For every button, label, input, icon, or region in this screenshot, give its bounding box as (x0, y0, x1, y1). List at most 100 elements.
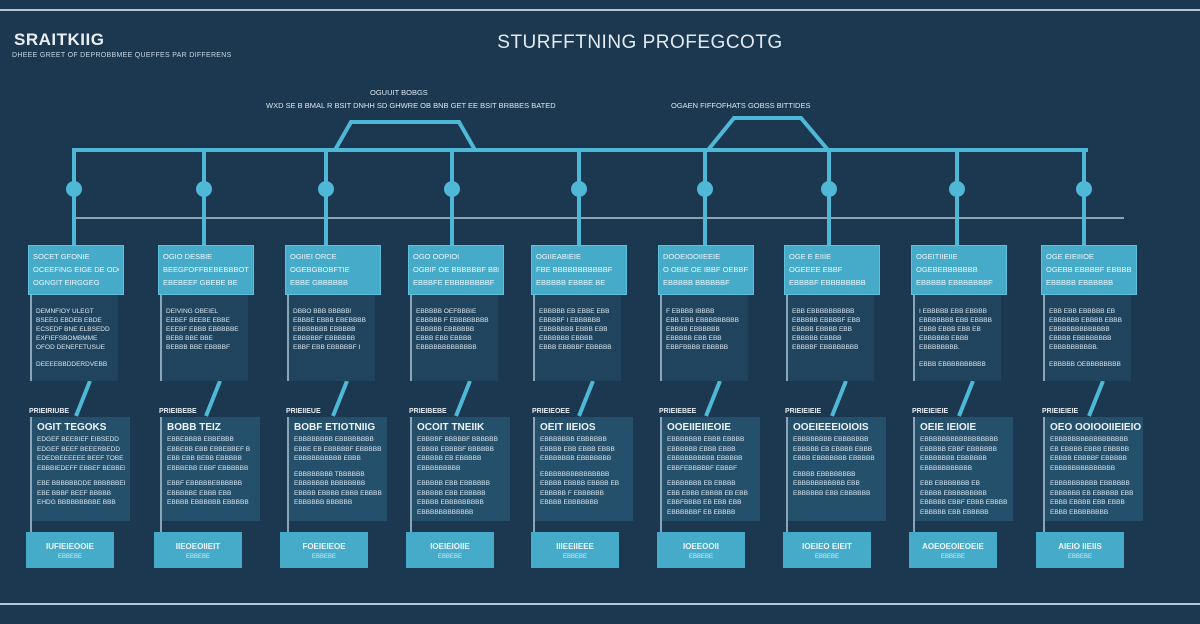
info-line: EBE BBBBBBDDE BBBBBBEDD (37, 480, 125, 487)
info-line: EBBEBBBB EBBEBBB (167, 436, 234, 443)
detail-line: EBB EBB EBBBBBBBBB (666, 317, 739, 324)
stage-tag-label: PRIEIBEBE (159, 408, 197, 415)
info-line: EBBBBBBBBBBB (920, 464, 973, 472)
panel-stem (160, 521, 162, 533)
panel-stem (30, 521, 32, 533)
diagonal-connector (830, 380, 848, 417)
stage-header-line: DOOEIOOIIEEIE (663, 252, 721, 261)
annotation-left-text: WXD SE B BMAL R BSIT DNHH SD GHWRE OB BN… (266, 101, 556, 110)
diagonal-connector (204, 380, 222, 417)
info-line: EB EBBBB EBBB EBBBBB (1050, 445, 1130, 453)
detail-line: EBBFBBBB EBBBBB (666, 344, 729, 351)
info-line: EBBBB EBBBBBBBBB (417, 499, 484, 506)
stage-action-button[interactable]: IUFIEIEOOIE EBBEBE (26, 532, 114, 568)
button-sublabel: EBBEBE (185, 554, 210, 560)
stage-header-line: BEEGFOFFBEBEBBBOT (163, 265, 249, 274)
info-line: EDGEF BEEF BEEERBEDD (37, 445, 121, 453)
info-line: EBBBBBBB EBBBBBBB (540, 455, 612, 462)
detail-line: DEEEEBBDDERDVEBB (36, 361, 108, 368)
info-line: EBBBB EBBBBBBBBB (920, 489, 987, 497)
info-line: EBBBB EBBBBF EBBBBB (1050, 455, 1127, 462)
stage-tag-label: PRIEIIEUE (286, 408, 321, 415)
button-sublabel: EBBEBE (57, 554, 82, 560)
stage-action-button[interactable]: IIEOEOIIEIT EBBEBE (154, 532, 242, 568)
info-line: EBBBBBB EBBB EBBB (667, 445, 736, 453)
stage-header-line: OGO OOPIOI (413, 252, 460, 261)
button-label: IIEOEOIIEIT (175, 542, 221, 551)
detail-line: EBBBBBBBBBBBBB (416, 344, 477, 351)
info-line: EBBF EBBBBBEBBBBBB (167, 480, 243, 487)
stage-header-line: OGEEEE EBBF (789, 265, 843, 274)
brand-title: SRAITKIIG (14, 30, 105, 49)
detail-line: DEIVING OBEIEL (166, 308, 219, 315)
stage-header-line: OGEBEBBBBBBB (916, 265, 978, 274)
node-dot (697, 181, 713, 197)
info-line: EBBBBB EBB EBBBBBB (417, 480, 490, 487)
button-label: IOEIEIOIIE (430, 542, 470, 551)
stage-tag-label: PRIEIBEBE (409, 408, 447, 415)
info-line: EBBBB EBBBB EBBB EBBBB (294, 489, 382, 497)
info-line: EBBBBB F EBBBBBB (540, 489, 604, 497)
stage-info-title: OOEIIEIIEOIE (667, 422, 731, 433)
button-label: AIEIO IIEIIS (1058, 542, 1102, 551)
stage-header-line: OGNGIT EIRGGEG (33, 278, 100, 287)
detail-line: EBBBE EBBB EBEBBBB (293, 317, 366, 324)
info-line: EBBBBBBBBBBB EBB (793, 480, 860, 487)
brand-subtitle: DHEEE GREET OF DEPROBBMEE QUEFFES PAR DI… (12, 52, 232, 59)
detail-line: EBBBBB EBB EBB (666, 335, 722, 342)
stage-tag-label: PRIEIEIEIE (785, 408, 822, 415)
stage-header-line: OGEBGBOBFTIE (290, 265, 350, 274)
stage-info-panel: OGIT TEGOKS EDGEF BEEBIEF EIBSEDD EDGEF BE… (30, 417, 130, 521)
stage-header-line: EBEBEEF GBEBE BE (163, 278, 238, 287)
stage-info-title: OGIT TEGOKS (37, 422, 107, 433)
detail-line: EEEBF EBBB EBBBBBE (166, 326, 239, 333)
panel-stem (533, 521, 535, 533)
stage-info-title: OOEIEEEIOIOIS (793, 422, 869, 433)
stage-info-title: OEIE IEIOIE (920, 422, 977, 433)
detail-line: OFOD DENEFETUSUE (36, 344, 105, 351)
info-line: EBBBBBBBBBBBB (417, 508, 474, 516)
info-line: EBBBB EBB EBBB EBBB (540, 445, 615, 453)
info-line: EBBBBBBB EBBBBBB (540, 436, 607, 443)
stage-header-line: OGIO DESBIE (163, 252, 213, 261)
detail-line: I EBBBBB EBB EBBBB (919, 308, 987, 315)
info-line: EBBB EBBBBBBBB (1050, 508, 1109, 516)
stage-action-button[interactable]: AIEIO IIEIIS EBBEBE (1036, 532, 1124, 568)
info-line: EBBBBBB EB EBBBBB EBB (1050, 489, 1134, 497)
stage-header-line: OGIIEI ORCE (290, 252, 337, 261)
stage-tag-label: PRIEIEBEE (659, 408, 697, 415)
detail-line (36, 352, 114, 360)
info-line: EBBBBBBBBBBBBBB (1050, 464, 1116, 472)
button-label: IUFIEIEOOIE (45, 542, 94, 551)
stage-tag-label: PRIEIEIEIE (912, 408, 949, 415)
stage-header-line: EBBBBB BBBBBBF (663, 278, 730, 287)
detail-line (919, 352, 997, 360)
info-line: EBBBBBBB EBBBBBB (920, 455, 987, 462)
stage-info-title: OEO OOIOOIIEIEIO (1050, 422, 1142, 433)
info-line: EBBBB EBBBBF BBBBBB (417, 445, 494, 453)
diagonal-connector (454, 380, 472, 417)
stage-header-line: OGEITIIEIIE (916, 252, 958, 261)
stage-header-line: EBBBBB EBBBE BE (536, 278, 606, 287)
info-line: EBBBBF BBBBBF BBBBBB (417, 436, 498, 443)
detail-line: EBBBBBBBBBB. (1049, 344, 1099, 351)
info-line: EBBBBBBBBBB EBBBBBB (1050, 480, 1130, 487)
button-sublabel: EBBEBE (1067, 554, 1092, 560)
node-dot (444, 181, 460, 197)
info-line: EDGEF BEEBIEF EIBSEDD (37, 436, 119, 443)
detail-line: EBBB EBBBBBBBBBB (919, 361, 986, 368)
detail-line: EBBBB EBBBBBBBB (1049, 335, 1112, 342)
